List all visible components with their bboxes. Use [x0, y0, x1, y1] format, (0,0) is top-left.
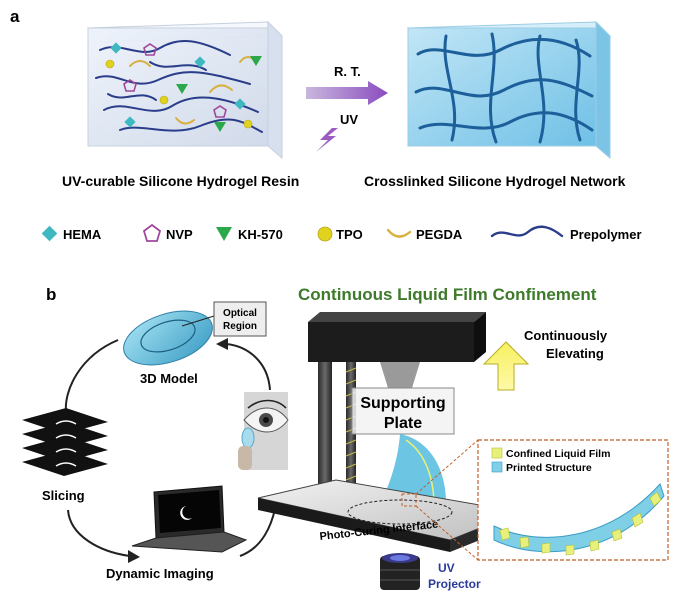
- plate-line1: Supporting: [360, 395, 445, 412]
- column-screw: [346, 362, 356, 490]
- wave-line-icon: [490, 225, 564, 238]
- lens-model: [123, 310, 215, 366]
- reaction-arrow: R. T. UV: [306, 64, 388, 152]
- projector-line1: UV: [438, 561, 455, 575]
- slice-stack: [22, 408, 108, 476]
- model-label: 3D Model: [140, 371, 198, 386]
- optical-region-callout: Optical Region: [213, 301, 267, 337]
- elevating-arrow: [482, 341, 530, 391]
- imaging-label: Dynamic Imaging: [106, 566, 214, 581]
- liquid-film-swatch: [491, 447, 503, 459]
- optical-region-line1: Optical: [223, 308, 257, 319]
- zoom-lines: [401, 439, 479, 561]
- circle-icon: [317, 226, 333, 242]
- resin-box: [86, 20, 284, 160]
- inset-legend-structure: Printed Structure: [506, 462, 592, 474]
- panel-b-title: Continuous Liquid Film Confinement: [298, 285, 597, 304]
- legend-pegda: PEGDA: [416, 227, 463, 242]
- projector-line2: Projector: [428, 577, 481, 591]
- legend-nvp: NVP: [166, 227, 193, 242]
- arc-icon: [386, 228, 412, 238]
- triangle-down-icon: [216, 227, 232, 241]
- elevating-line2: Elevating: [546, 346, 604, 361]
- printed-structure-swatch: [491, 461, 503, 473]
- network-box: [406, 20, 612, 160]
- head-neck: [380, 362, 420, 388]
- printer-head: [308, 312, 486, 362]
- resin-caption: UV-curable Silicone Hydrogel Resin: [62, 173, 299, 189]
- pentagon-icon: [142, 223, 162, 242]
- optical-region-line2: Region: [223, 321, 257, 332]
- column-left: [318, 362, 332, 490]
- plate-line2: Plate: [384, 415, 422, 432]
- panel-a-label: a: [10, 7, 20, 26]
- panel-b-label: b: [46, 285, 56, 304]
- legend-prepolymer: Prepolymer: [570, 227, 642, 242]
- legend: HEMA NVP KH-570 TPO PEGDA Prepolymer: [41, 223, 642, 242]
- inset-legend-film: Confined Liquid Film: [506, 448, 610, 460]
- arrow-top-label: R. T.: [334, 64, 361, 79]
- inset-detail: Confined Liquid Film Printed Structure: [477, 439, 669, 561]
- legend-tpo: TPO: [336, 227, 363, 242]
- laptop-icon: [131, 485, 248, 553]
- elevating-line1: Continuously: [524, 328, 608, 343]
- uv-projector: [380, 553, 420, 590]
- arrow-bottom-label: UV: [340, 112, 358, 127]
- eye-photo: [238, 392, 289, 470]
- legend-hema: HEMA: [63, 227, 102, 242]
- network-caption: Crosslinked Silicone Hydrogel Network: [364, 173, 626, 189]
- lightning-icon: [316, 128, 338, 152]
- diamond-icon: [41, 225, 58, 242]
- slicing-label: Slicing: [42, 488, 85, 503]
- supporting-plate-label: Supporting Plate: [351, 387, 455, 435]
- legend-kh570: KH-570: [238, 227, 283, 242]
